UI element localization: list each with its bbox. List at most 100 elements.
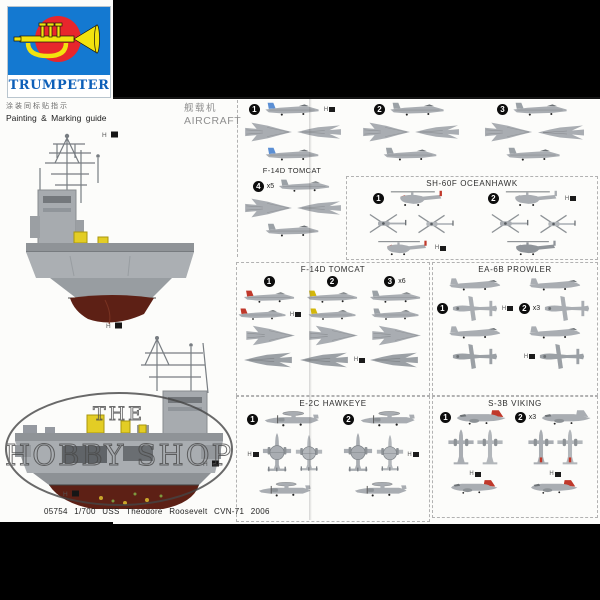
item-number-badge: 2 — [374, 104, 385, 115]
sh60-top-view — [413, 211, 457, 237]
panel-sh60: SH-60F OCEANHAWK 1 H 2 H — [346, 176, 598, 260]
sh60-side-view — [374, 239, 432, 257]
paint-callout: H — [565, 196, 577, 202]
sh60-top-view — [364, 210, 410, 237]
ea6b-top-view — [538, 343, 586, 370]
watermark-main-text: HOBBY SHOP — [5, 438, 233, 472]
item-number-badge: 2 — [514, 412, 526, 423]
painting-guide-label: 涂装同标贴指示 Painting & Marking guide — [6, 101, 107, 123]
s3b-top-view — [477, 428, 503, 469]
f14-side-view — [242, 289, 296, 305]
ea6b-side-view — [527, 324, 583, 341]
svg-text:H: H — [203, 461, 208, 468]
ea6b-side-view — [527, 276, 583, 293]
f14-side-view — [368, 289, 422, 305]
item-quantity: x3 — [532, 305, 541, 312]
sh60-side-view — [387, 189, 447, 208]
paint-callout: H — [106, 322, 122, 330]
panel-title: SH-60F OCEANHAWK — [426, 179, 518, 188]
panel-e2c: E-2C HAWKEYE 1 H 2 H — [236, 396, 430, 522]
e2c-side-view — [261, 409, 323, 429]
item-number-badge: 2 — [326, 276, 338, 287]
paint-callout: H — [469, 471, 481, 477]
panel-title: EA-6B PROWLER — [478, 265, 552, 274]
item-quantity: x5 — [266, 182, 275, 190]
s3b-side-view — [539, 409, 595, 426]
item-number-badge: 2 — [487, 193, 499, 204]
paint-callout: H — [102, 131, 118, 139]
svg-text:H: H — [106, 323, 111, 330]
sh60-top-view — [535, 211, 579, 237]
f14-side-view — [504, 146, 562, 163]
item-quantity: x6 — [398, 278, 406, 285]
f14-top-view-swept — [369, 349, 421, 371]
panel-divider-dashed — [237, 100, 238, 257]
trumpeter-logo: TRUMPETER — [7, 6, 111, 98]
f14-side-view — [382, 146, 438, 163]
guide-label-en: Painting & Marking guide — [6, 113, 107, 123]
sh60-side-view — [503, 239, 561, 257]
f14-side-view — [263, 101, 321, 118]
paint-callout: H — [63, 490, 79, 498]
f14-top-view-spread — [359, 121, 411, 143]
paint-callout: H — [354, 357, 366, 363]
hobby-shop-watermark: THE HOBBY SHOP — [5, 392, 233, 506]
f14-top-view-swept — [414, 122, 462, 142]
item-number-badge: 3 — [384, 276, 396, 287]
f14-top-view-swept — [299, 349, 351, 371]
paint-callout: H — [290, 312, 302, 318]
sh60-top-view — [486, 210, 532, 237]
f14-top-view-spread — [242, 324, 296, 347]
item-number-badge: 1 — [248, 104, 260, 115]
f14-side-view — [277, 178, 331, 194]
item-number-badge: 1 — [436, 303, 448, 314]
ea6b-top-view — [543, 295, 591, 322]
paint-callout: H — [435, 245, 447, 251]
s3b-top-view — [557, 428, 583, 469]
aircraft-heading-cn: 舰载机 — [184, 103, 218, 114]
svg-text:H: H — [102, 132, 107, 139]
kit-caption: 05754 1/700 USS Theodore Roosevelt CVN-7… — [44, 507, 270, 516]
f14-side-view — [305, 289, 359, 305]
f14-side-view — [388, 101, 446, 118]
f14-top-view-swept — [296, 198, 344, 218]
f14-top-view-swept — [537, 122, 587, 143]
item-number-badge: 4 — [252, 180, 264, 192]
f14-top-view-swept — [243, 349, 295, 371]
f14-side-view — [307, 307, 357, 322]
f14-top-view-spread — [241, 197, 293, 219]
panel-ea6b: EA-6B PROWLER 1 H 2 x3 H — [432, 262, 598, 396]
f14-top-view-spread — [368, 324, 422, 347]
f14-side-view — [370, 307, 420, 322]
ea6b-top-view — [451, 295, 499, 322]
panel-title: F-14D TOMCAT — [262, 166, 322, 175]
paint-callout: H — [247, 452, 259, 458]
e2c-side-view — [351, 480, 411, 499]
guide-label-cn: 涂装同标贴指示 — [6, 103, 69, 110]
item-number-badge: 3 — [497, 104, 508, 115]
carrier-stern-view-illustration: H H — [15, 336, 223, 509]
sh60-side-view — [502, 189, 562, 208]
panel-f14-mid: F-14D TOMCAT 1 H 2 H 3 x6 — [236, 262, 430, 396]
panel-s3b: S-3B VIKING 1 H 2 x3 H — [432, 396, 598, 518]
panel-title: S-3B VIKING — [488, 399, 542, 408]
f14-side-view — [237, 307, 287, 322]
panel-title: E-2C HAWKEYE — [299, 399, 367, 408]
watermark-top-text: THE — [93, 403, 145, 425]
f14-top-view-spread — [305, 324, 359, 347]
paint-callout: H — [502, 306, 514, 312]
f14-top-view-spread — [241, 121, 293, 143]
paint-callout: H — [203, 460, 219, 468]
carrier-bow-view-illustration: H H — [26, 131, 194, 330]
brand-name-band: TRUMPETER — [8, 73, 110, 96]
overlapping-sheet-edge — [309, 99, 312, 520]
item-number-badge: 2 — [518, 303, 530, 314]
s3b-top-view — [528, 428, 554, 469]
f14-top-view-swept — [296, 122, 344, 142]
paint-callout: H — [549, 471, 561, 477]
paint-callout: H — [524, 354, 536, 360]
panel-f14-top: 1 H F-14D TOMCAT 4 x5 2 — [232, 99, 598, 257]
paint-callout: H — [407, 452, 419, 458]
f14-side-view — [511, 101, 569, 118]
